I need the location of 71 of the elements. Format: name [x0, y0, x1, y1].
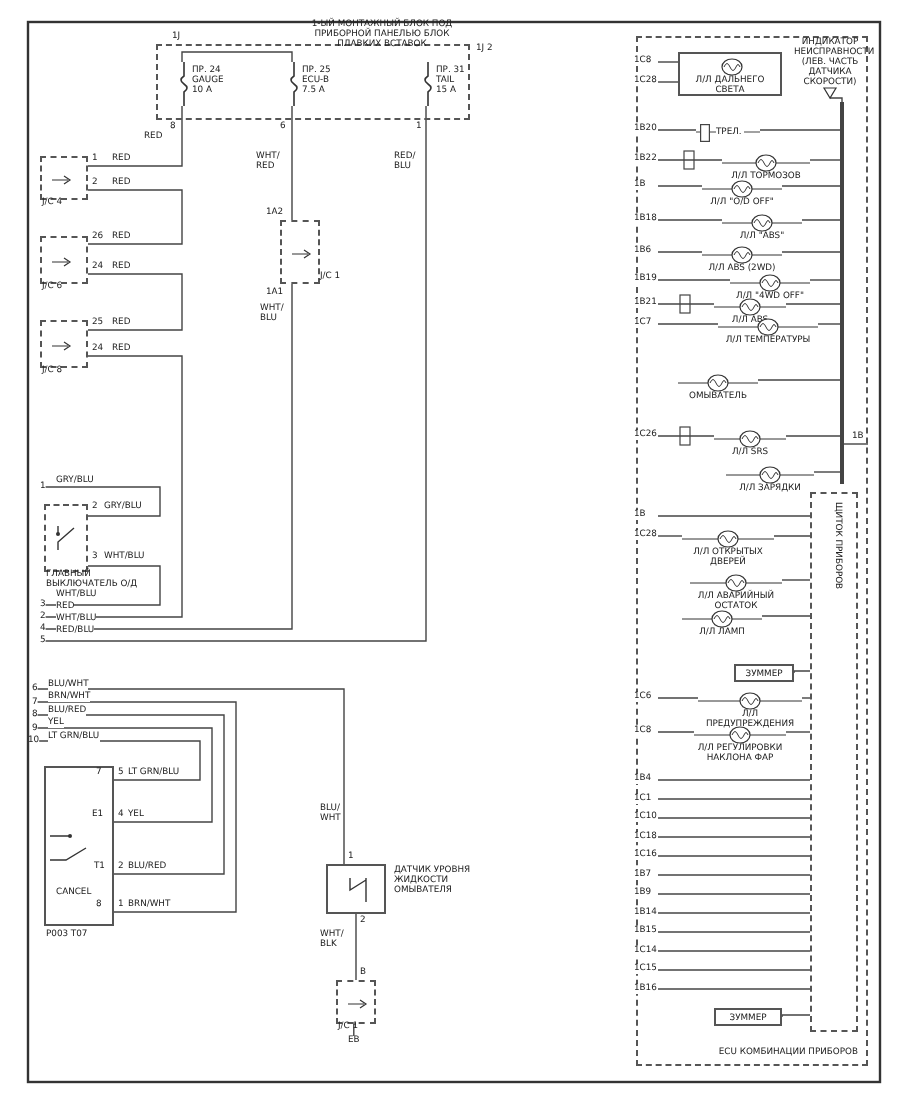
- wire: [809, 159, 841, 161]
- meter-box: [810, 492, 858, 1032]
- lamp-box: [678, 52, 782, 96]
- wire: [781, 185, 841, 187]
- wire: [36, 701, 237, 913]
- wire: [657, 279, 731, 281]
- wire: [87, 189, 183, 245]
- wire: [44, 355, 183, 618]
- wire: [785, 731, 811, 733]
- wire: [44, 486, 161, 517]
- wire: [657, 731, 695, 733]
- wire: [44, 105, 427, 642]
- wire: [657, 303, 715, 305]
- wire: [809, 279, 841, 281]
- buzzer-box: [734, 664, 794, 682]
- wire: [36, 688, 345, 865]
- junction-connector: [40, 156, 88, 200]
- wire: [657, 435, 715, 437]
- wire: [657, 129, 697, 131]
- wire: [657, 874, 811, 876]
- wire: [87, 105, 183, 167]
- wire: [44, 565, 161, 606]
- wire: [657, 988, 811, 990]
- wire: [781, 251, 841, 253]
- junction-connector: [40, 320, 88, 368]
- wire: [657, 779, 811, 781]
- wire: [757, 379, 841, 381]
- wire: [657, 61, 679, 63]
- wire: [843, 443, 869, 445]
- wire: [657, 185, 703, 187]
- wire: [657, 251, 703, 253]
- wire: [801, 697, 811, 699]
- wire: [781, 579, 811, 581]
- wire: [801, 219, 841, 221]
- wire: [657, 159, 723, 161]
- wire: [657, 950, 811, 952]
- wire: [36, 727, 213, 823]
- wire: [657, 836, 811, 838]
- wire: [657, 931, 811, 933]
- wire: [36, 714, 225, 875]
- wire: [657, 535, 683, 537]
- wire: [657, 219, 723, 221]
- junction-connector: [336, 980, 376, 1024]
- wire: [657, 893, 811, 895]
- wire: [759, 129, 841, 131]
- buzzer-box: [714, 1008, 782, 1026]
- wire: [657, 515, 811, 517]
- wire: [353, 1023, 357, 1037]
- wire: [773, 535, 811, 537]
- junction-connector: [40, 236, 88, 284]
- wire: [181, 51, 293, 63]
- wire: [87, 273, 183, 331]
- wire: [781, 1014, 811, 1018]
- wire: [657, 855, 811, 857]
- wire: [829, 97, 843, 103]
- wire: [817, 323, 841, 325]
- wire: [785, 303, 841, 305]
- wire: [291, 105, 293, 221]
- wire: [355, 913, 357, 981]
- wire: [813, 471, 841, 473]
- wire: [657, 323, 719, 325]
- wire: [761, 615, 811, 617]
- wire: [657, 697, 699, 699]
- wire: [657, 912, 811, 914]
- wire: [657, 817, 811, 819]
- wire: [793, 670, 811, 674]
- wire: [657, 798, 811, 800]
- wire: [785, 435, 841, 437]
- wire: [44, 283, 293, 630]
- wire: [657, 969, 811, 971]
- wire: [657, 81, 679, 83]
